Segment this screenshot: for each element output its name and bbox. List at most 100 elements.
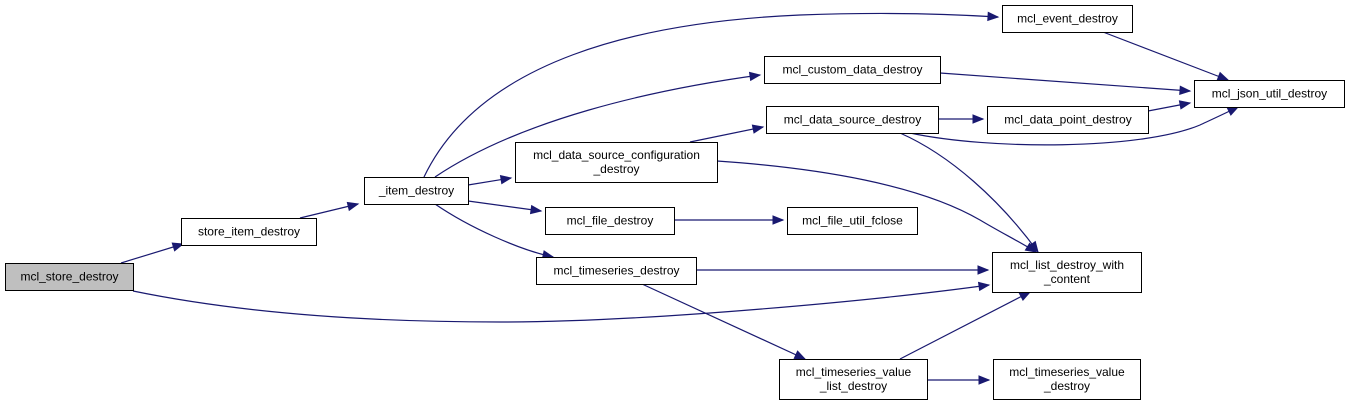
edge-arrowhead (529, 204, 543, 215)
node-label: _destroy (1043, 379, 1090, 393)
node-label: mcl_store_destroy (20, 270, 118, 284)
edge-mcl-data-point-destroy-to-mcl-json-util-destroy (1147, 100, 1192, 112)
node-mcl-data-source-configuration-destroy[interactable]: mcl_data_source_configuration_destroy (515, 142, 718, 183)
edge-arrowhead (171, 242, 185, 252)
edge-line (689, 126, 764, 143)
edge-arrowhead (977, 281, 991, 292)
node-label: mcl_json_util_destroy (1212, 87, 1327, 101)
node-box (764, 56, 941, 84)
edge-mcl-data-source-destroy-to-mcl-list-destroy-with-content (899, 132, 1039, 254)
edge-item-destroy-to-mcl-data-source-configuration-destroy (467, 175, 513, 186)
node-label: mcl_timeseries_value (1009, 365, 1125, 379)
edge-arrowhead (748, 71, 762, 82)
node-box (1002, 5, 1133, 33)
node-mcl-custom-data-destroy[interactable]: mcl_custom_data_destroy (764, 56, 941, 84)
node-box (515, 142, 718, 183)
edge-mcl-timeseries-value-list-destroy-to-mcl-timeseries-value-destroy (927, 375, 991, 385)
node-box (992, 252, 1142, 293)
edge-mcl-timeseries-value-list-destroy-to-mcl-list-destroy-with-content (899, 291, 1032, 360)
edge-mcl-timeseries-destroy-to-mcl-timeseries-value-list-destroy (641, 283, 807, 360)
edge-store-item-destroy-to-item-destroy (299, 201, 360, 219)
edge-arrowhead (346, 201, 360, 212)
edge-arrowhead (987, 11, 1000, 22)
edge-arrowhead (1178, 100, 1192, 110)
node-box (766, 106, 939, 134)
node-label: _destroy (592, 162, 639, 176)
node-mcl-file-destroy[interactable]: mcl_file_destroy (545, 207, 675, 235)
edge-line (899, 132, 1039, 253)
edge-arrowhead (1018, 291, 1032, 302)
edge-line (434, 203, 554, 258)
node-label: mcl_custom_data_destroy (782, 63, 922, 77)
edge-mcl-store-destroy-to-mcl-list-destroy-with-content (132, 281, 991, 323)
node-label: mcl_timeseries_destroy (553, 264, 679, 278)
edge-item-destroy-to-mcl-custom-data-destroy (434, 71, 762, 178)
node-label: store_item_destroy (198, 225, 300, 239)
edge-mcl-data-source-configuration-destroy-to-mcl-data-source-destroy (689, 124, 765, 143)
edge-arrowhead (978, 375, 991, 385)
edge-line (1102, 31, 1229, 81)
edge-line (909, 106, 1239, 146)
node-mcl-data-source-destroy[interactable]: mcl_data_source_destroy (766, 106, 939, 134)
edge-arrowhead (1226, 106, 1240, 116)
node-item-destroy[interactable]: _item_destroy (364, 177, 469, 205)
edge-item-destroy-to-mcl-file-destroy (467, 200, 543, 215)
edge-arrowhead (977, 265, 990, 275)
edge-arrowhead (1216, 71, 1230, 81)
edge-item-destroy-to-mcl-timeseries-destroy (434, 203, 555, 260)
node-label: mcl_data_source_destroy (784, 113, 921, 127)
node-mcl-event-destroy[interactable]: mcl_event_destroy (1002, 5, 1133, 33)
node-box (1194, 80, 1345, 108)
node-label: mcl_data_source_configuration (533, 148, 700, 162)
node-box (364, 177, 469, 205)
node-mcl-list-destroy-with-content[interactable]: mcl_list_destroy_with_content (992, 252, 1142, 293)
node-label: mcl_file_destroy (567, 214, 654, 228)
node-store-item-destroy[interactable]: store_item_destroy (181, 218, 317, 246)
node-box (5, 263, 134, 291)
edge-mcl-store-destroy-to-store-item-destroy (120, 242, 185, 264)
edge-line (716, 160, 1037, 253)
edge-line (467, 200, 542, 212)
node-mcl-data-point-destroy[interactable]: mcl_data_point_destroy (987, 106, 1149, 134)
edge-line (423, 12, 999, 178)
node-label: mcl_data_point_destroy (1004, 113, 1131, 127)
edge-mcl-file-destroy-to-mcl-file-util-fclose (674, 215, 785, 225)
node-mcl-json-util-destroy[interactable]: mcl_json_util_destroy (1194, 80, 1345, 108)
node-mcl-timeseries-destroy[interactable]: mcl_timeseries_destroy (536, 257, 697, 285)
edge-line (434, 74, 761, 178)
node-label: mcl_list_destroy_with (1010, 258, 1124, 272)
node-label: _list_destroy (819, 379, 887, 393)
edge-line (899, 291, 1031, 360)
edge-arrowhead (972, 114, 985, 124)
edge-line (939, 72, 1191, 92)
node-box (536, 257, 697, 285)
node-label: mcl_file_util_fclose (802, 214, 903, 228)
node-label: mcl_event_destroy (1017, 12, 1118, 26)
node-label: _content (1043, 272, 1091, 286)
edge-mcl-custom-data-destroy-to-mcl-json-util-destroy (939, 72, 1192, 95)
edge-arrowhead (772, 215, 785, 225)
edge-line (120, 243, 184, 264)
edge-arrowhead (1179, 85, 1192, 95)
node-box (545, 207, 675, 235)
edge-arrowhead (1027, 240, 1039, 254)
node-box (779, 359, 928, 400)
edge-arrowhead (793, 350, 807, 360)
node-box (787, 207, 918, 235)
edge-line (641, 283, 806, 360)
node-mcl-store-destroy[interactable]: mcl_store_destroy (5, 263, 134, 291)
node-mcl-file-util-fclose[interactable]: mcl_file_util_fclose (787, 207, 918, 235)
edge-mcl-data-source-configuration-destroy-to-mcl-list-destroy-with-content (716, 160, 1038, 253)
call-graph-edges (120, 11, 1240, 385)
node-box (987, 106, 1149, 134)
node-label: _item_destroy (378, 184, 454, 198)
edge-item-destroy-to-mcl-event-destroy (423, 11, 1000, 178)
edge-line (132, 284, 990, 323)
edge-arrowhead (499, 175, 513, 185)
node-label: mcl_timeseries_value (796, 365, 912, 379)
node-mcl-timeseries-value-list-destroy[interactable]: mcl_timeseries_value_list_destroy (779, 359, 928, 400)
edge-mcl-timeseries-destroy-to-mcl-list-destroy-with-content (696, 265, 990, 275)
node-mcl-timeseries-value-destroy[interactable]: mcl_timeseries_value_destroy (993, 359, 1141, 400)
edge-mcl-event-destroy-to-mcl-json-util-destroy (1102, 31, 1230, 81)
